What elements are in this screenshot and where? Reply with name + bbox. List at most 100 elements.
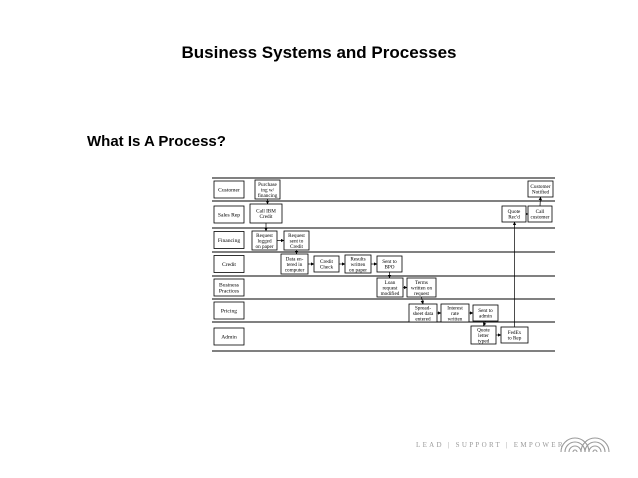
step-box [527,180,554,198]
step-box [408,303,438,323]
step-text: Notified [532,189,550,196]
step-box [527,205,553,223]
step-text: BPO [384,265,394,271]
flow-arrow [483,320,487,327]
logo-icon [560,437,610,453]
slide-title: Business Systems and Processes [181,43,457,62]
lane-label-financing: Financing [213,231,245,249]
lane-label-text: Customer [218,188,240,194]
step-text: Quote [477,328,490,334]
step-text: modified [381,290,400,297]
step-box [470,325,497,345]
step-text: on paper [255,244,273,250]
step-text: Sent to [382,259,397,265]
flow-arrow [420,296,425,305]
step-text: typed [478,338,490,344]
step-text: Quote [508,209,521,215]
lane-label-text: Financing [218,238,241,244]
step-text: Customer [530,184,550,190]
step-text: Terms [415,280,428,286]
step-text: Check [320,265,334,271]
step-box [376,277,404,298]
step-text: Call [536,209,545,215]
step-text: Sent to [478,308,493,314]
step-text: Interest [447,306,463,312]
lane-label-box [213,278,245,297]
lane-label-pricing: Pricing [213,301,245,320]
step-text: Request [288,233,305,239]
lane-label-text: Credit [222,262,236,268]
lane-label-box [213,231,245,249]
step-box [254,179,281,200]
lane-label-box [213,327,245,346]
step-text: rate [451,311,459,317]
step-text: letter [478,333,489,339]
slide-subtitle: What Is A Process? [87,133,226,150]
step-text: financing [258,192,278,199]
step-text: FedEx [508,330,522,336]
step-text: sheet data [413,311,434,317]
step-box [251,230,278,251]
flow-arrows [264,196,543,337]
step-box [313,255,340,273]
lane-label-box [213,255,245,273]
step-text: written [448,316,463,322]
step-box [283,230,310,251]
step-box [376,255,403,273]
step-box [472,304,499,322]
step-text: ing w/ [261,187,275,193]
step-text: customer [530,215,549,221]
step-text: Loan [385,280,396,286]
step-text: Spread- [415,306,431,312]
lane-label-text: Sales Rep [218,213,240,219]
step-text: logged [257,238,272,244]
step-text: Purchase [258,182,277,188]
step-text: entered [415,316,431,322]
step-text: admin [479,314,492,320]
step-text: Data en- [286,257,304,263]
step-text: written on [411,285,433,291]
lane-label-text: Admin [221,335,237,341]
lane-label-box [213,180,245,199]
step-text: Credit [260,214,274,220]
footer-tagline: LEAD | SUPPORT | EMPOWER [416,441,565,449]
lane-label-salesrep: Sales Rep [213,205,245,224]
lane-label-text: Pricing [221,309,237,315]
step-text: sent to [290,238,304,244]
step-text: Credit [290,244,304,250]
step-box [500,326,529,344]
step-box [344,254,372,274]
lane-label-text: Practices [219,289,239,295]
step-text: request [383,285,399,291]
step-text: Rec'd [508,215,520,221]
step-text: to Rep [508,336,522,342]
step-box [249,203,283,224]
step-text: request [414,291,430,297]
step-box [406,277,437,298]
lane-label-credit: Credit [213,255,245,273]
lane-label-box [213,301,245,320]
step-text: Results [350,257,365,263]
lane-label-box [213,205,245,224]
flow-arrow [538,196,543,207]
step-text: written [351,262,366,268]
step-text: Call IBM [256,209,276,215]
